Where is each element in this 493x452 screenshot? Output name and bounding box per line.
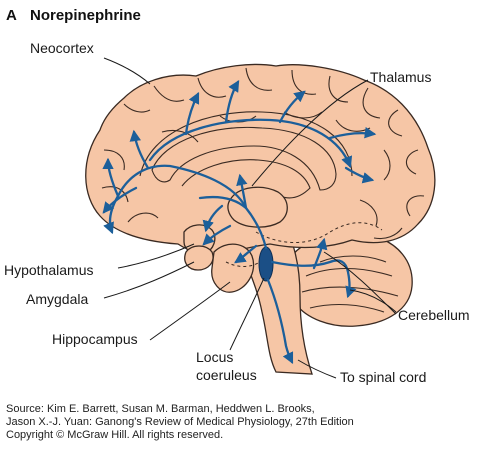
- inner-arc: [181, 159, 311, 199]
- leader-cerebellum-2: [323, 251, 397, 315]
- label-locus-line1: Locus: [196, 349, 233, 365]
- label-locus-line2: coeruleus: [196, 367, 257, 383]
- label-cerebellum: Cerebellum: [398, 307, 470, 323]
- pathway-cortical-6: [328, 127, 377, 140]
- amygdala-region: [184, 245, 214, 271]
- leader-neocortex: [103, 57, 151, 85]
- pathway-hypothalamic: [202, 224, 232, 246]
- pathway-descending: [266, 278, 294, 365]
- leader-spinal: [297, 359, 337, 379]
- pathway-cerebellar-2: [312, 237, 328, 270]
- pathway-cortical-3: [184, 91, 200, 136]
- pathway-hippocampal: [234, 244, 258, 264]
- cingulate-arc: [139, 111, 353, 177]
- source-line-1: Source: Kim E. Barrett, Susan M. Barman,…: [6, 403, 315, 415]
- pathway-cingulum: [148, 118, 353, 169]
- leader-cerebellum-1: [349, 289, 397, 313]
- brainstem-shape: [235, 231, 313, 375]
- corpus-callosum: [151, 126, 337, 191]
- thalamus-region: [227, 186, 288, 228]
- hippocampus-region: [211, 243, 255, 293]
- label-spinal-cord: To spinal cord: [340, 369, 426, 385]
- label-hippocampus: Hippocampus: [52, 331, 138, 347]
- cortex-sulci: [101, 67, 425, 240]
- pathway-occipital: [344, 166, 375, 184]
- cerebrum-shape: [85, 63, 436, 256]
- pathway-amygdala: [202, 204, 224, 233]
- leader-hypothalamus: [117, 243, 195, 269]
- pathway-cortical-1: [102, 186, 138, 214]
- pathway-cortical-4: [224, 80, 240, 124]
- source-line-3: Copyright © McGraw Hill. All rights rese…: [6, 429, 224, 441]
- pathway-cortical-5: [278, 90, 306, 124]
- leader-amygdala: [103, 261, 195, 299]
- leader-thalamus: [251, 79, 369, 187]
- pathway-cerebellar: [270, 259, 357, 299]
- label-thalamus: Thalamus: [370, 69, 431, 85]
- source-citation: Source: Kim E. Barrett, Susan M. Barman,…: [6, 403, 490, 442]
- pathway-thalamic: [236, 173, 248, 210]
- label-neocortex: Neocortex: [30, 40, 94, 56]
- dashed-boundary: [255, 222, 383, 243]
- locus-coeruleus-nucleus: [258, 246, 274, 282]
- leader-locus: [229, 277, 265, 351]
- panel-letter: A: [6, 7, 17, 24]
- dashed-boundary-2: [225, 261, 261, 267]
- pathway-cortical-2: [129, 129, 150, 170]
- label-hypothalamus: Hypothalamus: [4, 262, 94, 278]
- pathway-frontal: [102, 157, 120, 198]
- source-line-2: Jason X.-J. Yuan: Ganong's Review of Med…: [6, 416, 354, 428]
- panel-title: Norepinephrine: [30, 7, 141, 24]
- label-amygdala: Amygdala: [26, 291, 88, 307]
- leader-hippocampus: [149, 281, 231, 341]
